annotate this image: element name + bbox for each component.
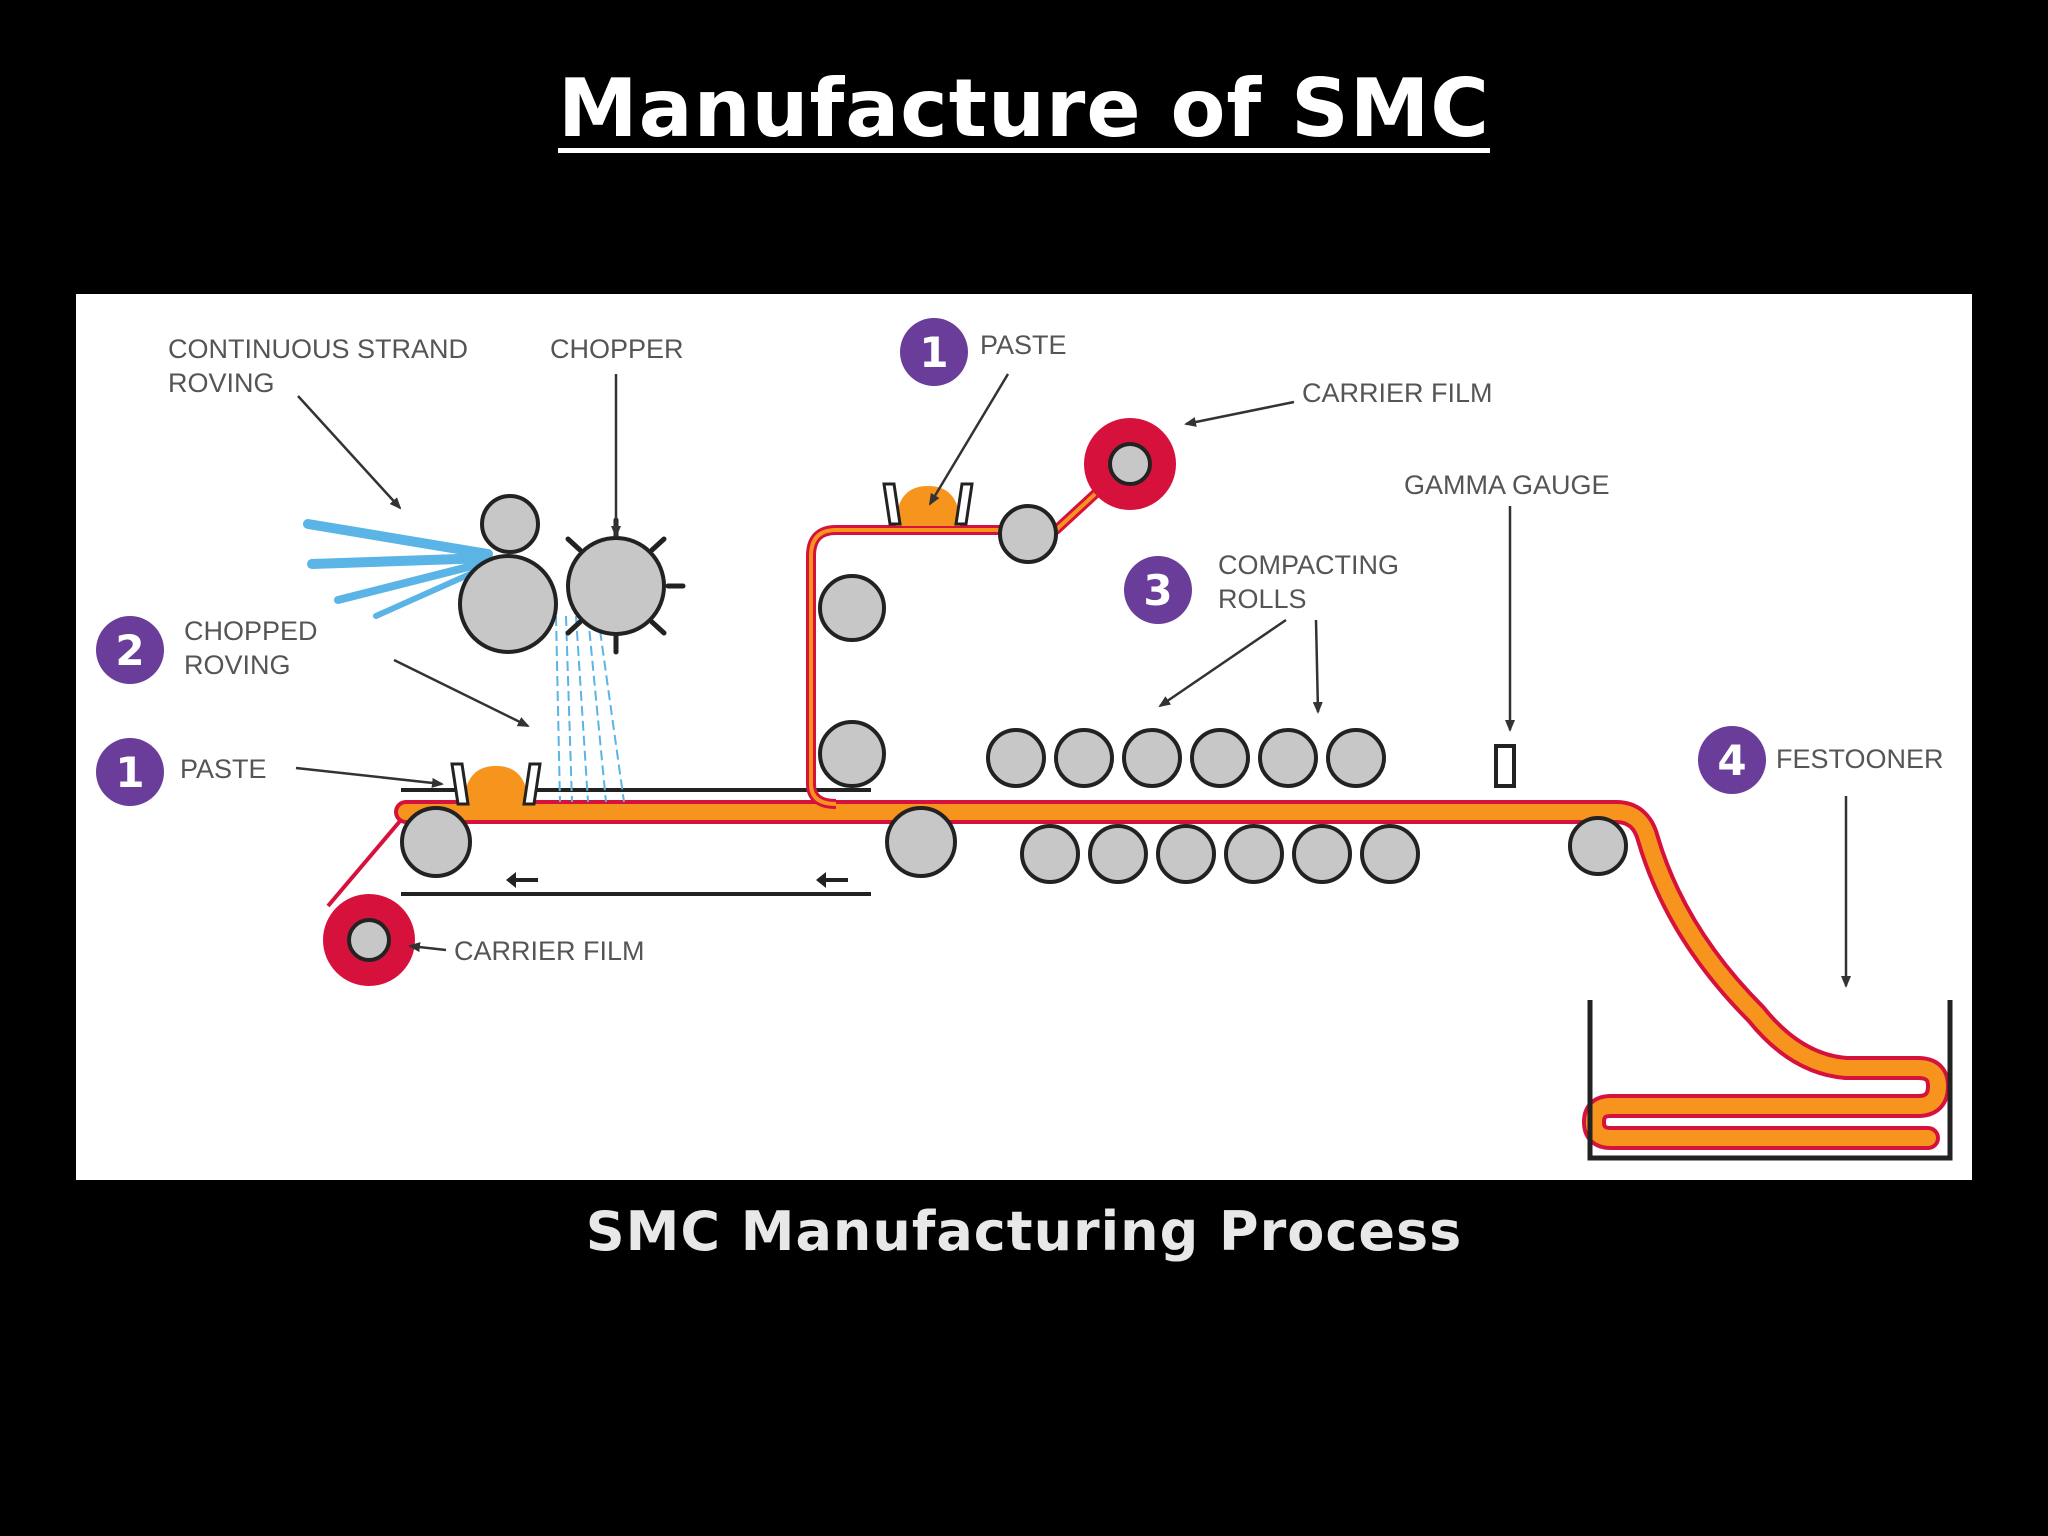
bottom-carrier-film-path	[326, 812, 408, 908]
label-carrier-film-top: CARRIER FILM	[1302, 378, 1493, 408]
step-badge-paste-lower: 1	[96, 738, 164, 806]
label-carrier-film-bottom: CARRIER FILM	[454, 936, 645, 966]
svg-text:2: 2	[115, 626, 144, 675]
svg-text:4: 4	[1717, 736, 1746, 785]
feed-roller-small	[480, 494, 540, 554]
label-paste-upper: PASTE	[980, 330, 1067, 360]
top-carrier-film-path	[806, 456, 1136, 809]
exit-roller	[1568, 816, 1628, 876]
label-continuous-strand-roving-line2: ROVING	[168, 368, 275, 398]
feed-roller-large	[458, 554, 558, 654]
leader-arrows	[295, 373, 1851, 988]
step-badge-chopped-roving: 2	[96, 616, 164, 684]
label-chopped-roving: CHOPPED	[184, 616, 318, 646]
label-compacting-rolls-line2: ROLLS	[1218, 584, 1307, 614]
step-badge-festooner: 4	[1698, 726, 1766, 794]
svg-text:3: 3	[1143, 566, 1172, 615]
label-paste-lower: PASTE	[180, 754, 267, 784]
compacting-rolls-top	[986, 728, 1386, 788]
label-gamma-gauge: GAMMA GAUGE	[1404, 470, 1610, 500]
belt-roller-left	[400, 806, 472, 878]
gamma-gauge-sensor	[1494, 744, 1516, 788]
smc-sheet	[394, 800, 1950, 1150]
compacting-rolls-bottom	[1020, 824, 1420, 884]
belt-roller-right	[885, 806, 957, 878]
label-continuous-strand-roving: CONTINUOUS STRAND	[168, 334, 468, 364]
label-chopper: CHOPPER	[550, 334, 684, 364]
upper-paste-hopper	[882, 482, 974, 526]
guide-roller-2	[818, 720, 886, 788]
chopper-wheel	[565, 517, 686, 655]
diagram-caption: SMC Manufacturing Process	[585, 1200, 1463, 1263]
svg-text:1: 1	[919, 328, 948, 377]
guide-roller-3	[998, 504, 1058, 564]
step-badge-paste-upper: 1	[900, 318, 968, 386]
chopped-roving-strands	[555, 615, 625, 803]
festooner-tray	[1587, 1000, 1953, 1161]
top-carrier-film-roll	[1084, 418, 1176, 510]
step-badge-compacting-rolls: 3	[1124, 556, 1192, 624]
svg-text:1: 1	[115, 748, 144, 797]
guide-roller-1	[818, 574, 886, 642]
label-festooner: FESTOONER	[1776, 744, 1944, 774]
bottom-carrier-film-roll	[323, 894, 415, 986]
slide-title: Manufacture of SMC	[557, 62, 1491, 155]
lower-paste-hopper	[450, 762, 542, 806]
label-compacting-rolls: COMPACTING	[1218, 550, 1399, 580]
label-chopped-roving-line2: ROVING	[184, 650, 291, 680]
smc-process-diagram: CONTINUOUS STRAND ROVING CHOPPER CHOPPED…	[76, 294, 1972, 1180]
